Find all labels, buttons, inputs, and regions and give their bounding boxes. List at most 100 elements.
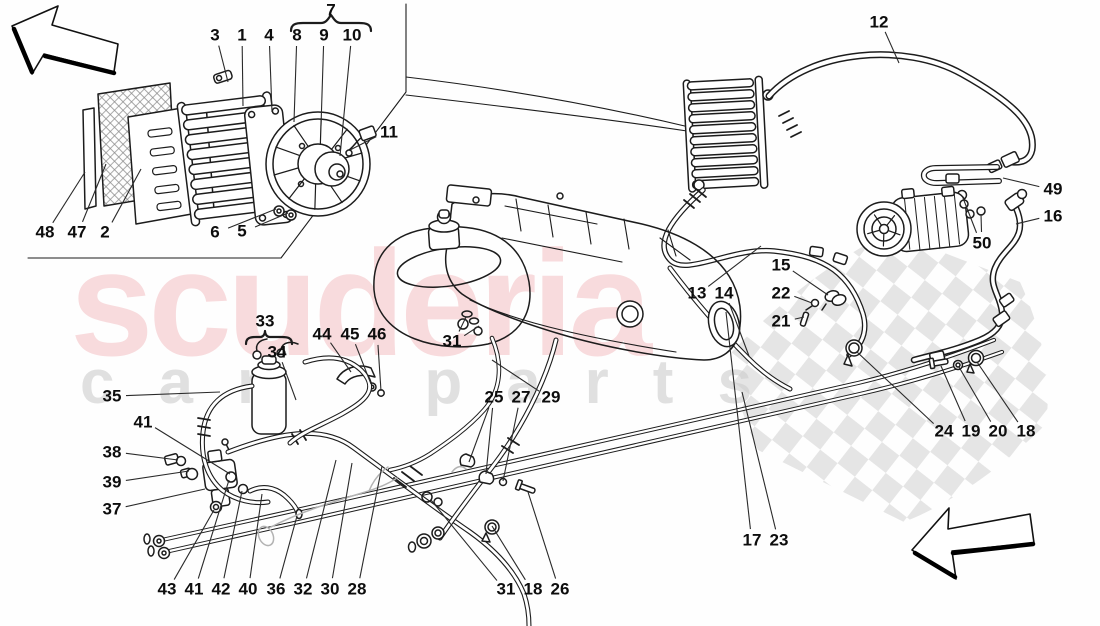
callout-35[interactable]: 35 [102, 386, 122, 406]
leader-line-1 [241, 45, 244, 107]
ac-condenser [682, 75, 769, 193]
callout-46[interactable]: 46 [367, 324, 387, 344]
leader-line-50 [962, 197, 978, 234]
callout-1[interactable]: 1 [237, 25, 247, 45]
callout-19[interactable]: 19 [961, 421, 981, 441]
leader-line-47 [81, 163, 107, 223]
callout-15[interactable]: 15 [771, 255, 791, 275]
callout-14[interactable]: 14 [714, 283, 734, 303]
callout-11[interactable]: 11 [380, 122, 398, 142]
leader-line-23 [741, 391, 777, 530]
callout-30[interactable]: 30 [320, 579, 340, 599]
leader-line-44 [330, 342, 352, 373]
callout-8[interactable]: 8 [292, 25, 302, 45]
callout-41-upper[interactable]: 41 [133, 412, 153, 432]
callout-36[interactable]: 36 [266, 579, 286, 599]
callout-31-upper[interactable]: 31 [442, 331, 462, 351]
leader-line-31-upper [463, 325, 480, 337]
leader-line-43 [173, 509, 215, 580]
callout-44[interactable]: 44 [312, 324, 332, 344]
callout-26[interactable]: 26 [550, 579, 570, 599]
leader-line-9 [320, 45, 325, 127]
callout-28[interactable]: 28 [347, 579, 367, 599]
callout-38[interactable]: 38 [102, 442, 122, 462]
intake-plenum [444, 184, 742, 361]
callout-29[interactable]: 29 [541, 387, 561, 407]
leader-line-20 [958, 366, 992, 422]
washers-bottom [273, 205, 297, 221]
compressor-delivery-hose [920, 164, 1002, 186]
callout-34[interactable]: 34 [267, 342, 287, 362]
leader-line-3 [218, 45, 229, 83]
leader-line-27 [502, 407, 519, 482]
callout-32[interactable]: 32 [293, 579, 313, 599]
callout-24[interactable]: 24 [934, 421, 954, 441]
callout-12[interactable]: 12 [869, 12, 889, 32]
leader-line-13 [707, 245, 762, 287]
callout-27[interactable]: 27 [511, 387, 531, 407]
pin-21 [799, 311, 810, 327]
leader-line-37 [125, 488, 206, 508]
callout-18-right[interactable]: 18 [1016, 421, 1036, 441]
expansion-tank [373, 209, 531, 348]
tank-hose-29 [387, 335, 502, 473]
callout-21[interactable]: 21 [771, 311, 791, 331]
callout-48[interactable]: 48 [35, 222, 55, 242]
callout-23[interactable]: 23 [769, 530, 789, 550]
callout-3[interactable]: 3 [210, 25, 220, 45]
leader-line-31-upper [458, 316, 467, 332]
leader-line-39 [125, 470, 190, 481]
leader-line-34 [281, 362, 297, 401]
leader-line-17 [725, 311, 751, 530]
callout-10[interactable]: 10 [342, 25, 362, 45]
leader-line-25 [485, 407, 494, 475]
callout-18-lower[interactable]: 18 [523, 579, 543, 599]
leader-line-14 [728, 303, 750, 357]
braided-hose-30 [287, 355, 373, 446]
leader-line-10 [339, 45, 352, 157]
callout-22[interactable]: 22 [771, 283, 791, 303]
leader-line-30 [331, 462, 353, 579]
callout-25[interactable]: 25 [484, 387, 504, 407]
callout-43[interactable]: 43 [157, 579, 177, 599]
callout-49[interactable]: 49 [1043, 179, 1063, 199]
engine-hose-28 [437, 337, 559, 541]
heat-shield-strip [82, 107, 97, 210]
leader-line-6 [227, 208, 277, 229]
callout-33[interactable]: 33 [255, 311, 275, 331]
leader-line-42 [223, 490, 243, 579]
callout-17[interactable]: 17 [742, 530, 762, 550]
callout-40[interactable]: 40 [238, 579, 258, 599]
leader-line-16 [1015, 217, 1040, 225]
callout-47[interactable]: 47 [67, 222, 87, 242]
callout-9[interactable]: 9 [319, 25, 329, 45]
clamp-bolt-19 [928, 357, 949, 370]
callout-5[interactable]: 5 [237, 221, 247, 241]
callout-39[interactable]: 39 [102, 472, 122, 492]
union-fittings [407, 526, 445, 553]
callout-2[interactable]: 2 [100, 222, 110, 242]
nav-arrow-next-icon[interactable] [911, 507, 1036, 580]
leader-line-25 [468, 407, 490, 463]
leader-line-45 [354, 343, 372, 385]
callout-13[interactable]: 13 [687, 283, 707, 303]
callout-6[interactable]: 6 [210, 222, 220, 242]
washer-20 [952, 359, 964, 371]
leader-line-24 [856, 351, 935, 425]
callout-7[interactable]: 7 [326, 0, 336, 20]
suction-hose [910, 188, 1028, 364]
callout-20[interactable]: 20 [988, 421, 1008, 441]
leader-line-50 [980, 213, 983, 233]
callout-41-lower[interactable]: 41 [184, 579, 204, 599]
pipe-clamp-24 [843, 339, 863, 367]
nav-arrow-back-icon[interactable] [11, 5, 119, 76]
callout-16[interactable]: 16 [1043, 206, 1063, 226]
leader-line-11 [349, 136, 377, 151]
callout-37[interactable]: 37 [102, 499, 122, 519]
callout-42[interactable]: 42 [211, 579, 231, 599]
callout-31-lower[interactable]: 31 [496, 579, 516, 599]
callout-45[interactable]: 45 [340, 324, 360, 344]
callout-50[interactable]: 50 [972, 233, 992, 253]
leader-line-31-lower [430, 499, 498, 581]
callout-4[interactable]: 4 [264, 25, 274, 45]
